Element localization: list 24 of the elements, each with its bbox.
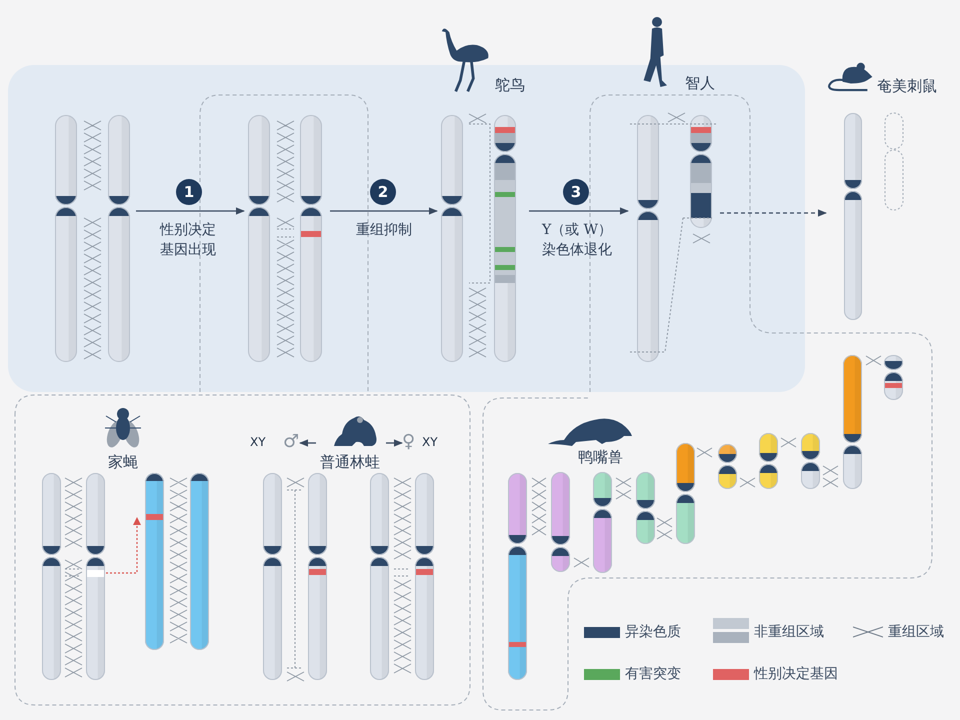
legend-label: 非重组区域 — [754, 623, 824, 641]
karyotype-label: XY — [250, 435, 266, 449]
arrow — [330, 207, 438, 215]
sex-symbol: ♀ — [402, 432, 416, 452]
species-name: 鸭嘴兽 — [578, 448, 623, 467]
legend-label: 性别决定基因 — [754, 665, 838, 683]
arrow — [529, 207, 629, 215]
arrow — [299, 439, 316, 447]
legend-label: 有害突变 — [625, 665, 681, 683]
edge-label: 性别决定基因出现 — [158, 221, 217, 260]
arrow — [386, 439, 403, 447]
species-name: 普通林蛙 — [320, 453, 380, 472]
legend-label: 异染色质 — [625, 623, 681, 641]
species-name: 智人 — [685, 74, 715, 93]
species-name: 家蝇 — [108, 453, 138, 472]
species-name: 奄美刺鼠 — [877, 77, 937, 96]
sex-symbol: ♂ — [283, 432, 300, 452]
karyotype-label: XY — [422, 435, 438, 449]
edge-label: 重组抑制 — [355, 221, 413, 240]
arrow — [136, 207, 245, 215]
legend-label: 重组区域 — [888, 623, 944, 641]
arrow — [720, 209, 827, 217]
edge-label: Y（或 W）染色体退化 — [540, 221, 614, 260]
species-name: 鸵鸟 — [495, 76, 525, 95]
